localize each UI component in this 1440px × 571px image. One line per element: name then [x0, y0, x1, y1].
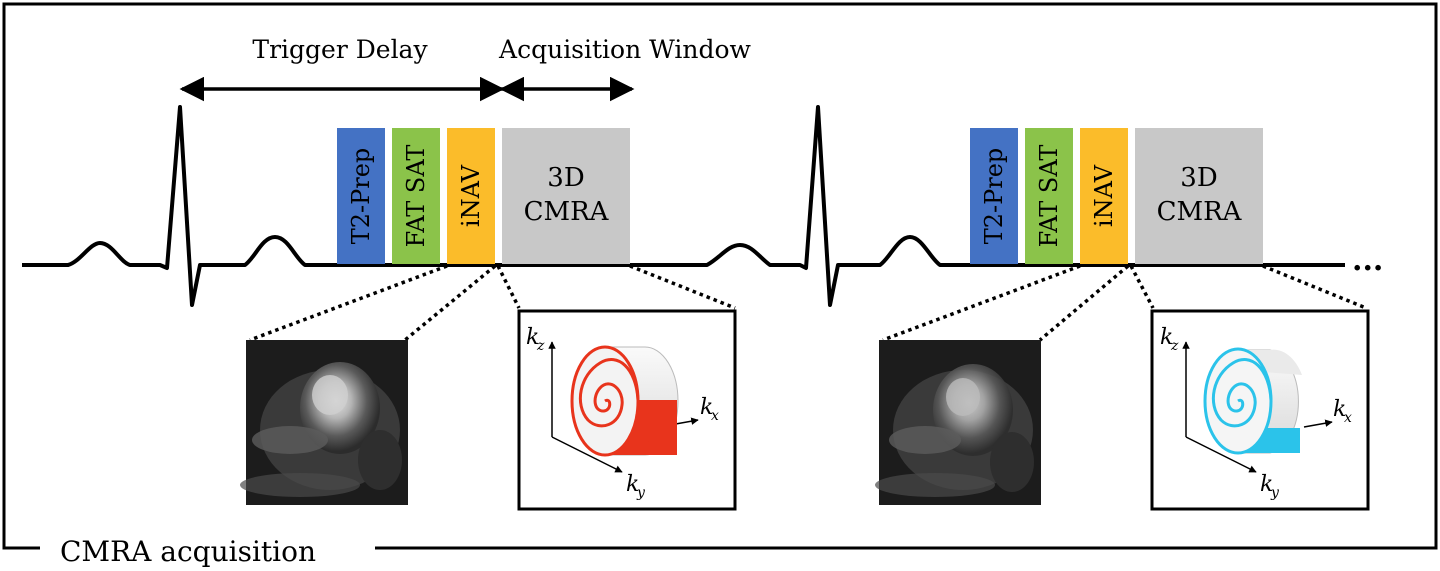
ky-sub: y [636, 485, 646, 501]
block-t2-prep-label: T2-Prep [980, 148, 1008, 245]
kx-sub: x [1344, 410, 1352, 426]
block-3d-cmra-line1: 3D [1180, 163, 1217, 193]
kz-sub: z [1170, 338, 1179, 354]
ky-label: k [626, 472, 639, 497]
block-inav-label: iNAV [457, 164, 485, 227]
block-fat-sat-label: FAT SAT [1035, 145, 1063, 248]
kspace-panel-1: k z k x k y [517, 309, 737, 511]
acquisition-window-label: Acquisition Window [498, 35, 752, 64]
ky-axis [551, 436, 623, 473]
block-t2-prep [337, 128, 385, 264]
block-3d-cmra-line2: CMRA [524, 197, 610, 227]
kx-label: k [700, 395, 713, 420]
block-t2-prep [970, 128, 1018, 264]
inav-image-2 [875, 340, 1041, 505]
ky-sub: y [1270, 485, 1280, 501]
ky-label: k [1260, 472, 1273, 497]
kspace-panel-2: k z k x k y [1150, 309, 1370, 511]
block-3d-cmra-line2: CMRA [1157, 197, 1243, 227]
block-3d-cmra-line1: 3D [547, 163, 584, 193]
block-inav [1080, 128, 1128, 264]
spiral-trajectory-cyan [1211, 358, 1273, 428]
ecg-trace [22, 105, 1345, 307]
kz-sub: z [536, 338, 545, 354]
inav-image-1 [240, 340, 408, 505]
sequence-blocks-1: T2-Prep FAT SAT iNAV 3D CMRA [337, 128, 630, 264]
sequence-blocks-2: T2-Prep FAT SAT iNAV 3D CMRA [970, 128, 1263, 264]
block-t2-prep-label: T2-Prep [347, 148, 375, 245]
spiral-trajectory-red [578, 358, 640, 428]
trigger-delay-label: Trigger Delay [252, 35, 428, 64]
outer-frame [2, 2, 1438, 550]
block-inav [447, 128, 495, 264]
ky-axis [1185, 436, 1257, 473]
continuation-dots: ... [1352, 243, 1383, 278]
block-inav-label: iNAV [1090, 164, 1118, 227]
block-fat-sat [392, 128, 440, 264]
kx-sub: x [711, 408, 719, 424]
block-fat-sat-label: FAT SAT [402, 145, 430, 248]
kz-label: k [526, 325, 539, 350]
block-fat-sat [1025, 128, 1073, 264]
frame-label: CMRA acquisition [60, 535, 316, 568]
block-3d-cmra [1135, 128, 1263, 264]
block-3d-cmra [502, 128, 630, 264]
kz-label: k [1160, 325, 1173, 350]
zoom-connectors [249, 264, 1367, 342]
kx-label: k [1333, 397, 1346, 422]
kx-axis [1303, 419, 1333, 428]
